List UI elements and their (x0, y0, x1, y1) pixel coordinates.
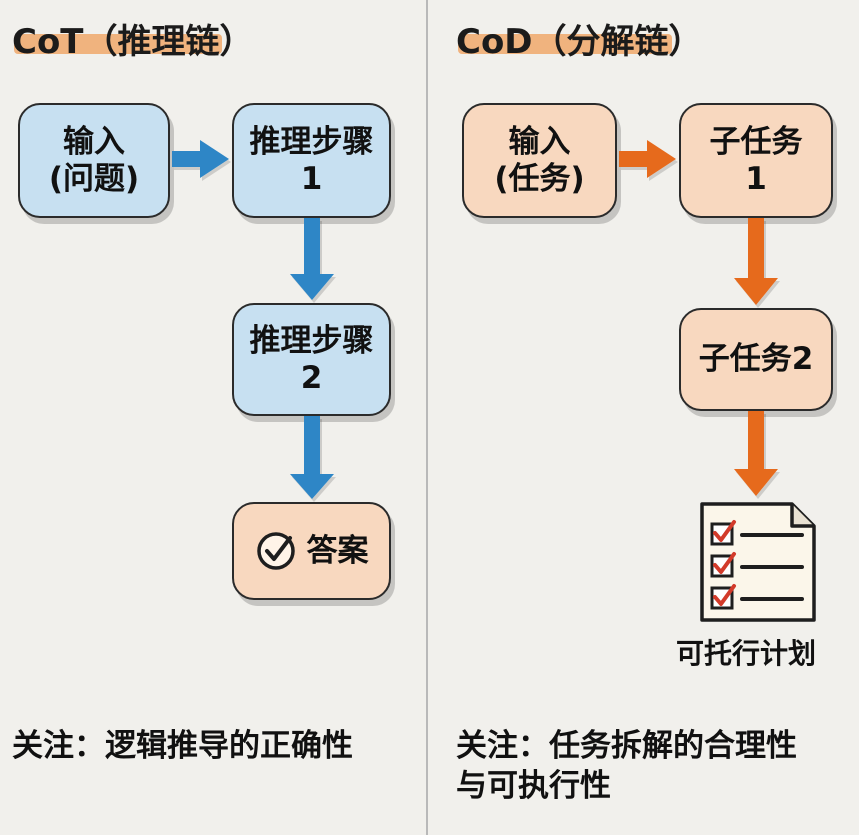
cod-title: CoD（分解链） (456, 22, 703, 62)
cot-input-sublabel: (问题) (48, 160, 140, 197)
cod-plan-label: 可托行计划 (676, 637, 817, 670)
title-highlight (458, 34, 672, 54)
check-circle-icon (256, 532, 295, 570)
cod-subtask1-node: 子任务 1 (679, 103, 833, 218)
cod-subtask2-label: 子任务2 (698, 341, 814, 378)
cot-step2-number: 2 (300, 359, 323, 396)
cot-input-label: 输入 (63, 123, 125, 160)
cot-step1-label: 推理步骤 (249, 123, 374, 160)
cot-step1-node: 推理步骤 1 (232, 103, 391, 218)
cod-input-node: 输入 (任务) (462, 103, 617, 218)
cot-focus-note: 关注：逻辑推导的正确性 (12, 728, 353, 764)
cod-focus-note-line1: 关注：任务拆解的合理性 (456, 728, 797, 764)
cod-input-sublabel: (任务) (494, 160, 585, 197)
cot-arrow-step2-to-answer (290, 416, 334, 499)
cot-arrow-step1-to-step2 (290, 218, 334, 300)
cod-focus-note: 关注：任务拆解的合理性 与可执行性 (456, 726, 797, 807)
cod-input-label: 输入 (508, 123, 571, 160)
cod-arrow-input-to-subtask1 (619, 140, 676, 178)
cod-arrow-subtask2-to-plan (734, 411, 778, 496)
cot-step1-number: 1 (300, 160, 323, 197)
cot-arrow-input-to-step1 (172, 140, 229, 178)
cot-answer-label: 答案 (306, 532, 369, 569)
title-highlight (14, 34, 222, 54)
panel-divider (426, 0, 428, 835)
cot-title: CoT（推理链） (12, 22, 254, 62)
checklist-document-icon (700, 502, 816, 622)
cot-step2-label: 推理步骤 (249, 322, 374, 359)
cod-focus-note-line2: 与可执行性 (456, 768, 611, 805)
cod-subtask1-label: 子任务 (709, 123, 803, 160)
cot-answer-node: 答案 (232, 502, 391, 600)
cot-step2-node: 推理步骤 2 (232, 303, 391, 416)
cod-subtask1-number: 1 (745, 160, 767, 197)
cod-arrow-subtask1-to-subtask2 (734, 218, 778, 305)
cod-subtask2-node: 子任务2 (679, 308, 833, 411)
cot-input-node: 输入 (问题) (18, 103, 170, 218)
